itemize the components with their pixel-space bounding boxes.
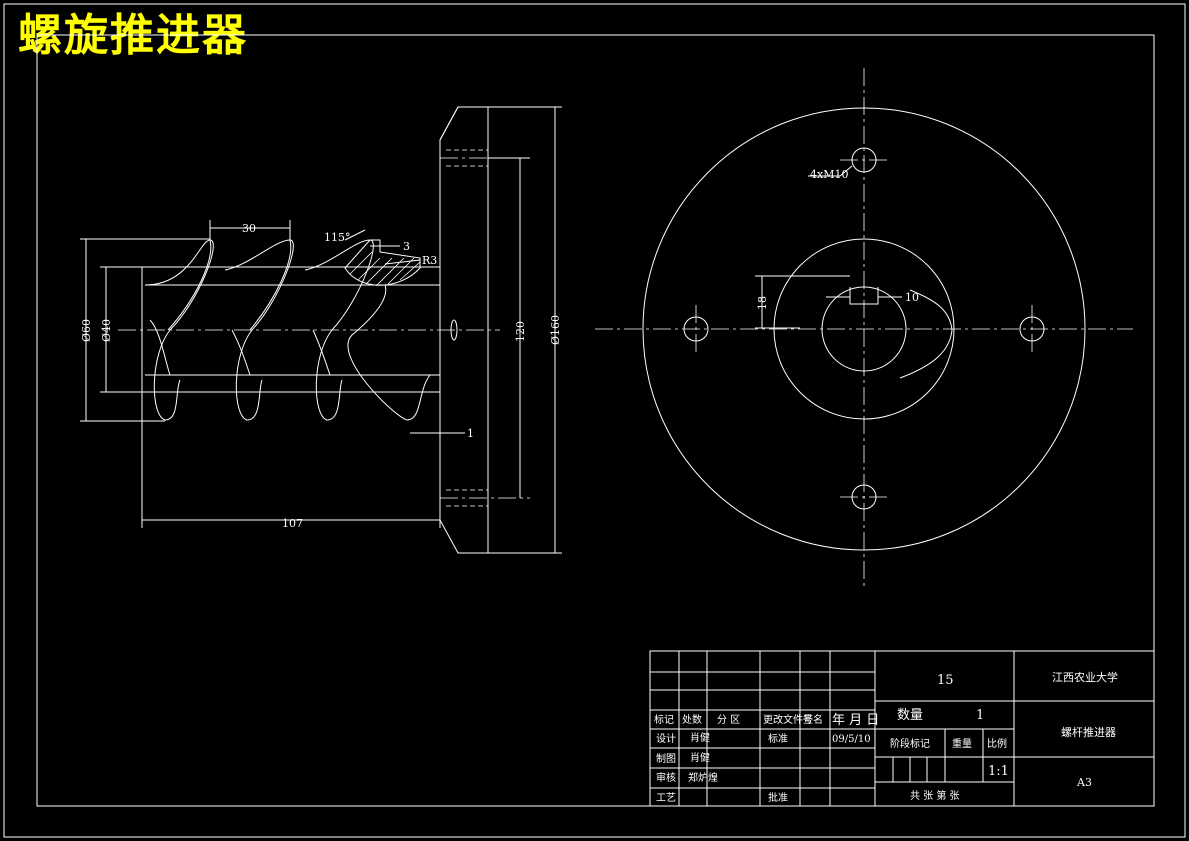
- dim-key-width: 10: [905, 291, 919, 304]
- title-block: 15 江西农业大学 螺杆推进器 A3 数量 1 阶段标记 重量 比例 1:1 共…: [649, 650, 1155, 807]
- dim-gap: 1: [467, 427, 474, 440]
- dim-length: 107: [282, 517, 303, 530]
- designer: 肖健: [690, 731, 710, 744]
- hdr-count: 处数: [682, 713, 702, 726]
- process-label: 工艺: [656, 792, 676, 804]
- design-date: 09/5/10: [832, 734, 871, 745]
- inner-frame: [36, 34, 1155, 807]
- dim-inner-dia: Ø40: [100, 319, 113, 342]
- dim-flange-dia: Ø160: [549, 315, 562, 345]
- dim-pitch: 30: [242, 222, 256, 235]
- drafter: 肖健: [690, 751, 710, 764]
- reviewer: 郑炉煌: [688, 771, 718, 784]
- dimensions-left: 30 115° 3 R3 Ø60 Ø40 107 1 120: [80, 106, 562, 554]
- review-label: 审核: [656, 771, 676, 784]
- dim-radius: R3: [422, 254, 437, 267]
- scale-label: 比例: [987, 737, 1007, 750]
- dim-holes: 4xM10: [810, 168, 848, 181]
- weight-label: 重量: [952, 737, 972, 750]
- outer-frame: [3, 3, 1186, 838]
- draw-label: 制图: [656, 752, 676, 765]
- dim-key-height: 18: [756, 296, 769, 310]
- part-number: 15: [937, 673, 954, 688]
- stage-label: 阶段标记: [890, 737, 930, 750]
- qty-value: 1: [976, 708, 984, 723]
- sheet-count: 共 张 第 张: [910, 789, 960, 802]
- dim-angle: 115°: [324, 231, 351, 244]
- standard-label: 标准: [768, 733, 788, 745]
- school-name: 江西农业大学: [1052, 670, 1118, 684]
- flange-front-view: [595, 68, 1133, 590]
- dimensions-right: 4xM10 18 10: [755, 165, 919, 329]
- design-label: 设计: [656, 732, 676, 745]
- dim-bolt-circle: 120: [514, 321, 527, 342]
- hdr-zone: 分 区: [717, 714, 740, 726]
- hdr-sign: 签名: [803, 713, 823, 726]
- hdr-mark: 标记: [654, 714, 674, 726]
- scale-value: 1:1: [988, 764, 1009, 779]
- hdr-date: 年 月 日: [832, 713, 879, 728]
- dim-outer-dia: Ø60: [80, 319, 93, 342]
- paper-size: A3: [1076, 776, 1092, 789]
- screw-side-view: [118, 106, 530, 554]
- dim-chamfer: 3: [403, 240, 410, 253]
- drawing-name: 螺杆推进器: [1061, 725, 1116, 739]
- hdr-doc: 更改文件号: [763, 713, 813, 726]
- approve-label: 批准: [768, 791, 788, 804]
- qty-label: 数量: [897, 708, 923, 723]
